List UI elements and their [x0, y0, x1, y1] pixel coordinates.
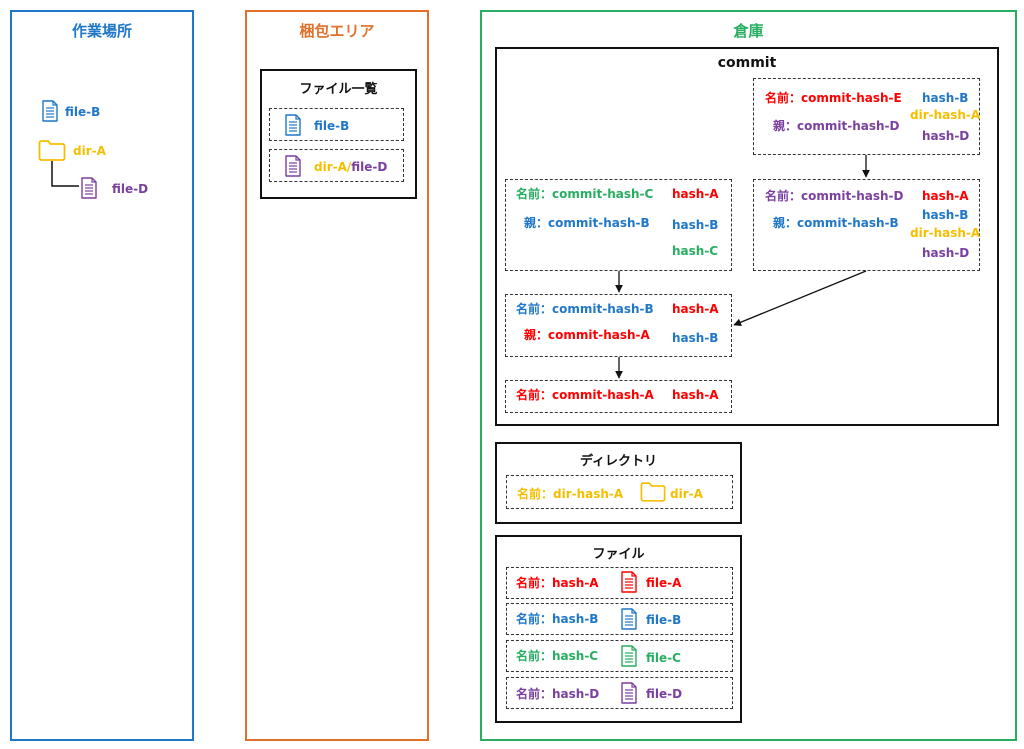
staging-file-b-label: file-B [314, 119, 350, 133]
commit-d-ref: hash-D [922, 246, 970, 260]
commit-d-ref: hash-B [922, 208, 969, 222]
commit-node-b [505, 294, 732, 357]
staging-area-panel: 梱包エリア [245, 10, 429, 741]
tree-connector [51, 161, 79, 187]
staging-file-part: file-D [351, 160, 388, 174]
repository-panel: 倉庫 [480, 10, 1017, 741]
commit-b-ref: hash-B [672, 331, 719, 345]
work-dir-a-label: dir-A [73, 144, 106, 158]
file-row-label: file-A [646, 576, 682, 590]
repository-title: 倉庫 [733, 22, 764, 40]
directory-label: dir-A [670, 487, 703, 501]
commit-c-ref: hash-B [672, 218, 719, 232]
document-icon [620, 608, 638, 630]
commit-e-ref: hash-B [922, 91, 969, 105]
commit-b-parent: 親：commit-hash-A [524, 328, 650, 342]
file-row-name: 名前：hash-B [516, 612, 599, 626]
file-row [506, 640, 733, 672]
commit-d-parent: 親：commit-hash-B [773, 216, 899, 230]
commit-d-ref: hash-A [922, 189, 969, 203]
commit-e-ref: dir-hash-A [910, 108, 981, 122]
staging-area-title: 梱包エリア [299, 22, 375, 40]
commit-node-d [753, 179, 980, 271]
directory-name: 名前：dir-hash-A [517, 487, 624, 501]
commit-b-ref: hash-A [672, 302, 719, 316]
document-icon [620, 571, 638, 593]
document-icon [620, 645, 638, 667]
document-icon [620, 682, 638, 704]
work-area-panel: 作業場所 [10, 10, 194, 741]
commit-e-parent: 親：commit-hash-D [773, 119, 900, 133]
file-row [506, 603, 733, 635]
commit-title: commit [717, 55, 777, 71]
commit-node-c [505, 179, 732, 271]
staging-dir-part: dir-A/ [314, 160, 352, 174]
directory-title: ディレクトリ [579, 454, 658, 469]
file-row-label: file-C [646, 651, 681, 665]
file-row-label: file-B [646, 613, 682, 627]
commit-node-e [753, 78, 980, 155]
commit-e-ref: hash-D [922, 129, 970, 143]
commit-c-name: 名前：commit-hash-C [516, 187, 654, 201]
commit-e-name: 名前：commit-hash-E [765, 91, 902, 105]
commit-a-ref: hash-A [672, 388, 719, 402]
file-list-title: ファイル一覧 [299, 82, 378, 97]
work-file-d-label: file-D [112, 182, 149, 196]
file-row-name: 名前：hash-A [516, 576, 599, 590]
commit-c-ref: hash-A [672, 187, 719, 201]
commit-node-a [505, 380, 732, 413]
commit-d-name: 名前：commit-hash-D [765, 189, 904, 203]
work-area-title: 作業場所 [71, 22, 132, 40]
file-row-name: 名前：hash-C [516, 649, 599, 663]
commit-b-name: 名前：commit-hash-B [516, 302, 654, 316]
folder-icon [640, 481, 666, 502]
arrow-d-to-b [733, 270, 867, 326]
commit-d-ref: dir-hash-A [910, 226, 981, 240]
file-row-label: file-D [646, 687, 683, 701]
commit-c-ref: hash-C [672, 244, 719, 258]
staging-file-d-label: dir-A/file-D [314, 160, 387, 174]
commit-a-name: 名前：commit-hash-A [516, 388, 654, 402]
file-row-name: 名前：hash-D [516, 687, 600, 701]
file-box-title: ファイル [592, 547, 645, 562]
work-file-b-label: file-B [65, 105, 101, 119]
file-row [506, 567, 733, 599]
file-row [506, 677, 733, 709]
directory-row [506, 475, 733, 509]
commit-c-parent: 親：commit-hash-B [524, 216, 650, 230]
